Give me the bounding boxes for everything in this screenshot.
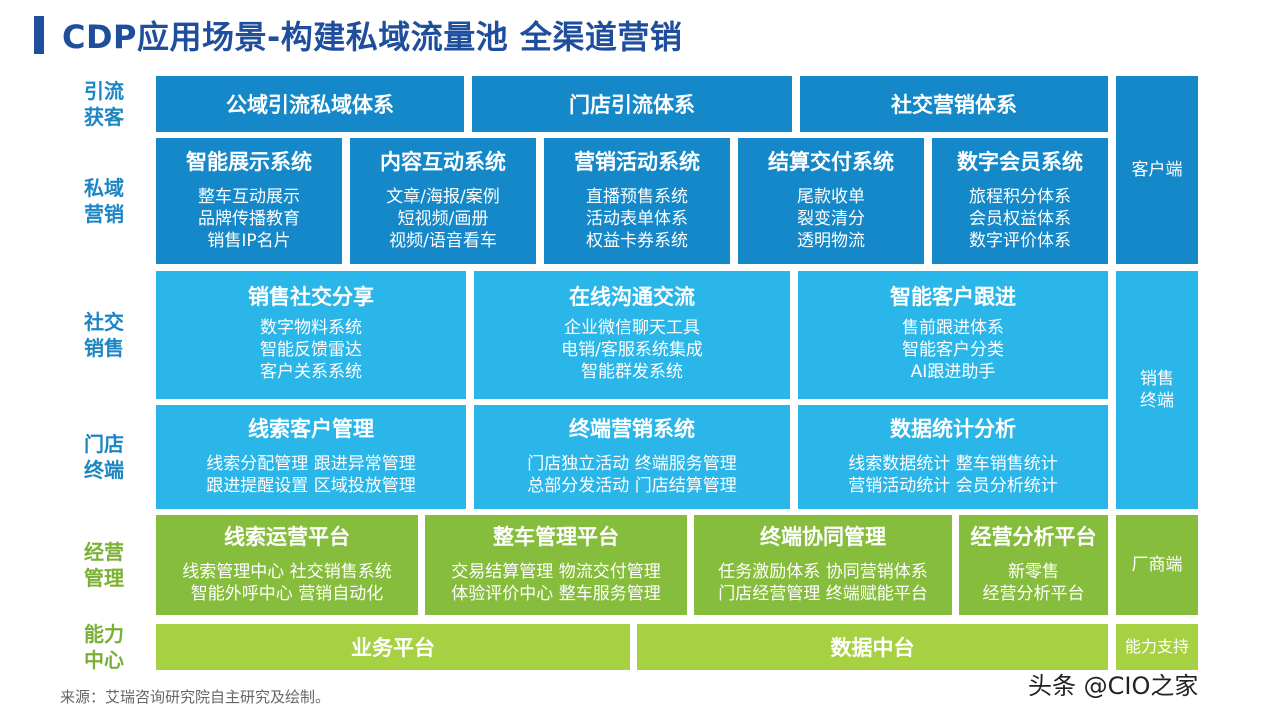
- box-title: 销售社交分享: [248, 285, 374, 309]
- box-business-analysis: 经营分析平台 新零售 经营分析平台: [959, 515, 1108, 615]
- box-lines: 直播预售系统 活动表单体系 权益卡券系统: [586, 187, 688, 251]
- box-lines: 尾款收单 裂变清分 透明物流: [797, 187, 865, 251]
- side-label-client: 客户端: [1116, 76, 1198, 264]
- box-title: 整车管理平台: [493, 525, 619, 549]
- row-label-store: 门店 终端: [84, 432, 124, 482]
- box-public-traffic: 公域引流私域体系: [156, 76, 464, 132]
- row-label-ops: 经营 管理: [84, 540, 124, 590]
- box-digital-membership: 数字会员系统 旅程积分体系 会员权益体系 数字评价体系: [932, 138, 1108, 264]
- box-data-middle-platform: 数据中台: [637, 624, 1108, 670]
- box-title: 结算交付系统: [768, 150, 894, 174]
- box-lines: 整车互动展示 品牌传播教育 销售IP名片: [198, 187, 300, 251]
- box-data-statistics: 数据统计分析 线索数据统计 整车销售统计 营销活动统计 会员分析统计: [798, 405, 1108, 509]
- box-title: 终端营销系统: [569, 417, 695, 441]
- box-title: 终端协同管理: [760, 525, 886, 549]
- box-lines: 数字物料系统 智能反馈雷达 客户关系系统: [260, 318, 362, 382]
- box-lines: 文章/海报/案例 短视频/画册 视频/语音看车: [386, 187, 500, 251]
- row-label-traffic: 引流 获客: [84, 79, 124, 129]
- box-terminal-collaboration: 终端协同管理 任务激励体系 协同营销体系 门店经营管理 终端赋能平台: [694, 515, 952, 615]
- box-lines: 新零售 经营分析平台: [982, 562, 1085, 604]
- box-content-interaction: 内容互动系统 文章/海报/案例 短视频/画册 视频/语音看车: [350, 138, 536, 264]
- box-title: 营销活动系统: [574, 150, 700, 174]
- box-marketing-campaign: 营销活动系统 直播预售系统 活动表单体系 权益卡券系统: [544, 138, 730, 264]
- side-label-vendor: 厂商端: [1116, 515, 1198, 615]
- box-business-platform: 业务平台: [156, 624, 630, 670]
- box-terminal-marketing: 终端营销系统 门店独立活动 终端服务管理 总部分发活动 门店结算管理: [474, 405, 790, 509]
- box-lead-customer-mgmt: 线索客户管理 线索分配管理 跟进异常管理 跟进提醒设置 区域投放管理: [156, 405, 466, 509]
- source-note: 来源：艾瑞咨询研究院自主研究及绘制。: [60, 688, 331, 706]
- side-label-capability-support: 能力支持: [1116, 624, 1198, 670]
- box-store-traffic: 门店引流体系: [472, 76, 792, 132]
- box-smart-followup: 智能客户跟进 售前跟进体系 智能客户分类 AI跟进助手: [798, 271, 1108, 399]
- box-title: 公域引流私域体系: [226, 93, 394, 117]
- box-lines: 企业微信聊天工具 电销/客服系统集成 智能群发系统: [561, 318, 703, 382]
- box-title: 智能客户跟进: [890, 285, 1016, 309]
- row-label-private: 私域 营销: [84, 176, 124, 226]
- box-title: 经营分析平台: [970, 525, 1097, 549]
- box-title: 业务平台: [351, 636, 435, 660]
- page-title: CDP应用场景-构建私域流量池 全渠道营销: [62, 18, 683, 56]
- box-lead-operations: 线索运营平台 线索管理中心 社交销售系统 智能外呼中心 营销自动化: [156, 515, 418, 615]
- box-lines: 线索管理中心 社交销售系统 智能外呼中心 营销自动化: [182, 562, 392, 604]
- box-sales-social-share: 销售社交分享 数字物料系统 智能反馈雷达 客户关系系统: [156, 271, 466, 399]
- row-label-capability: 能力 中心: [84, 622, 124, 672]
- box-settlement-delivery: 结算交付系统 尾款收单 裂变清分 透明物流: [738, 138, 924, 264]
- box-title: 门店引流体系: [569, 93, 695, 117]
- box-online-communication: 在线沟通交流 企业微信聊天工具 电销/客服系统集成 智能群发系统: [474, 271, 790, 399]
- box-title: 数字会员系统: [957, 150, 1083, 174]
- box-vehicle-management: 整车管理平台 交易结算管理 物流交付管理 体验评价中心 整车服务管理: [425, 515, 687, 615]
- side-label-sales-terminal: 销售 终端: [1116, 271, 1198, 509]
- box-title: 智能展示系统: [186, 150, 312, 174]
- box-title: 线索客户管理: [248, 417, 374, 441]
- title-accent-bar: [34, 16, 44, 54]
- box-lines: 任务激励体系 协同营销体系 门店经营管理 终端赋能平台: [718, 562, 928, 604]
- box-title: 数据统计分析: [890, 417, 1016, 441]
- box-lines: 售前跟进体系 智能客户分类 AI跟进助手: [902, 318, 1004, 382]
- box-lines: 旅程积分体系 会员权益体系 数字评价体系: [969, 187, 1071, 251]
- box-lines: 线索分配管理 跟进异常管理 跟进提醒设置 区域投放管理: [206, 454, 416, 496]
- box-title: 在线沟通交流: [569, 285, 695, 309]
- box-lines: 门店独立活动 终端服务管理 总部分发活动 门店结算管理: [527, 454, 737, 496]
- box-lines: 线索数据统计 整车销售统计 营销活动统计 会员分析统计: [848, 454, 1058, 496]
- box-social-marketing: 社交营销体系: [800, 76, 1108, 132]
- box-title: 内容互动系统: [380, 150, 506, 174]
- box-lines: 交易结算管理 物流交付管理 体验评价中心 整车服务管理: [451, 562, 661, 604]
- row-label-social: 社交 销售: [84, 310, 124, 360]
- box-title: 线索运营平台: [224, 525, 350, 549]
- box-title: 数据中台: [830, 636, 915, 660]
- box-title: 社交营销体系: [891, 93, 1017, 117]
- watermark: 头条 @CIO之家: [1028, 672, 1199, 700]
- box-smart-display: 智能展示系统 整车互动展示 品牌传播教育 销售IP名片: [156, 138, 342, 264]
